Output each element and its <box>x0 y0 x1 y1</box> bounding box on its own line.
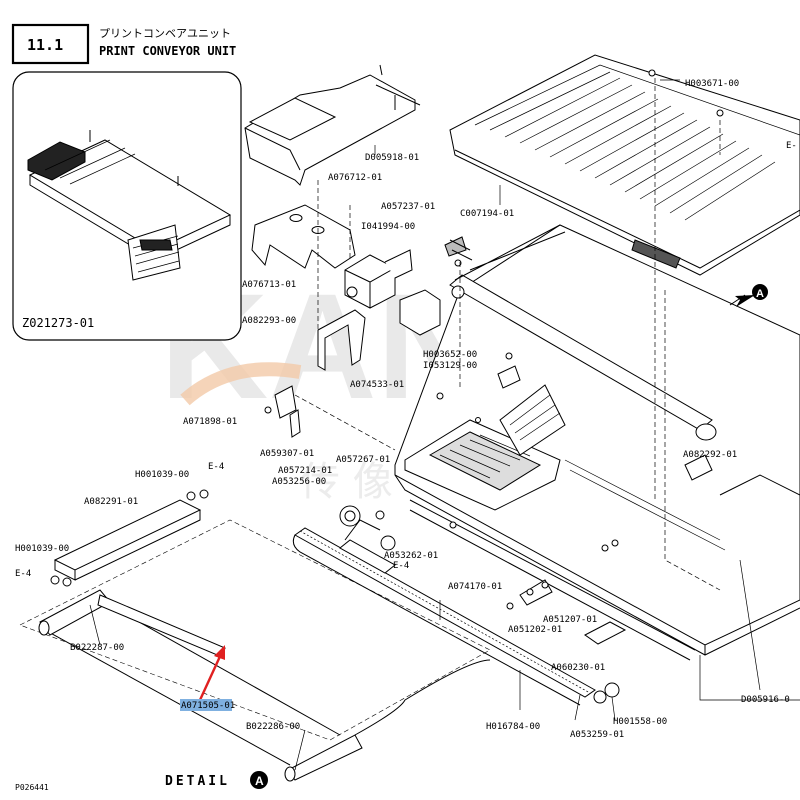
label-h001039-top: H001039-00 <box>135 470 189 480</box>
label-h016784: H016784-00 <box>486 722 540 732</box>
section-number-box <box>11 23 90 65</box>
label-h003671: H003671-00 <box>685 79 739 89</box>
cover-c007194 <box>449 54 800 276</box>
label-i041994: I041994-00 <box>361 222 415 232</box>
label-a057214: A057214-01 <box>278 466 332 476</box>
svg-text:A: A <box>756 288 764 300</box>
section-number: 11.1 <box>27 36 63 54</box>
screw-h003671 <box>648 69 656 77</box>
cover-d005918 <box>244 64 421 186</box>
label-a051207: A051207-01 <box>543 615 597 625</box>
view-marker <box>752 284 768 300</box>
motor-i041994 <box>344 236 467 309</box>
small-parts <box>274 239 713 645</box>
detail-label: DETAIL <box>165 774 230 789</box>
leader-lines <box>89 78 800 771</box>
inset-label: Z021273-01 <box>22 316 94 330</box>
bracket-a076713 <box>251 204 356 269</box>
watermark-cjk: 传 像 <box>300 459 393 505</box>
pulleys <box>339 505 620 704</box>
header: 11.1 プリントコンベアユニット PRINT CONVEYOR UNIT <box>11 23 236 65</box>
label-a076712: A076712-01 <box>328 173 382 183</box>
label-a053256: A053256-00 <box>272 477 326 487</box>
label-c007194: C007194-01 <box>460 209 514 219</box>
label-e4-left: E-4 <box>15 569 31 579</box>
label-a074533: A074533-01 <box>350 380 404 390</box>
frame-d005916 <box>394 224 800 656</box>
label-a057267: A057267-01 <box>336 455 390 465</box>
label-a053262: A053262-01 <box>384 551 438 561</box>
screws <box>264 69 724 610</box>
label-i053129: I053129-00 <box>423 361 477 371</box>
title-en: PRINT CONVEYOR UNIT <box>99 44 236 58</box>
label-b022287: B022287-00 <box>70 643 124 653</box>
label-a060230: A060230-01 <box>551 663 605 673</box>
bracket-a082293 <box>317 289 441 371</box>
part-labels: H003671-00 E- D005918-01 A076712-01 C007… <box>15 79 797 740</box>
label-a071505: A071505-01 <box>181 701 235 711</box>
label-a082291: A082291-01 <box>84 497 138 507</box>
title-jp: プリントコンベアユニット <box>99 27 231 40</box>
label-e4-mid: E-4 <box>393 561 409 571</box>
label-a053259: A053259-01 <box>570 730 624 740</box>
label-a082293: A082293-00 <box>242 316 296 326</box>
belt-h016784 <box>292 519 596 706</box>
highlight-box <box>180 699 232 711</box>
page-code: P026441 <box>15 783 49 792</box>
label-h001558: H001558-00 <box>613 717 667 727</box>
detail-marker-circle <box>250 771 268 789</box>
label-a082292: A082292-01 <box>683 450 737 460</box>
inset-unit-motor <box>27 141 86 181</box>
detail-marker: A <box>255 774 264 788</box>
label-a074170: A074170-01 <box>448 582 502 592</box>
label-d005918: D005918-01 <box>365 153 419 163</box>
label-d005916: D005916-0 <box>741 695 790 705</box>
label-b022286: B022286-00 <box>246 722 300 732</box>
label-a057237: A057237-01 <box>381 202 435 212</box>
watermark-swoosh <box>180 362 302 406</box>
view-arrow: A <box>735 284 768 307</box>
rail-a074170 <box>339 499 696 661</box>
label-a051202: A051202-01 <box>508 625 562 635</box>
label-a076713: A076713-01 <box>242 280 296 290</box>
label-h001039-left: H001039-00 <box>15 544 69 554</box>
highlight-arrow <box>198 645 225 701</box>
label-a059307: A059307-01 <box>260 449 314 459</box>
inset-panel: Z021273-01 <box>12 71 242 341</box>
upper-roller <box>449 224 717 441</box>
label-e-right: E- <box>786 141 797 151</box>
footer: DETAIL A P026441 <box>15 771 268 792</box>
detail-left <box>19 489 491 782</box>
label-h003652: H003652-00 <box>423 350 477 360</box>
label-e4-top: E-4 <box>208 462 224 472</box>
label-a071898: A071898-01 <box>183 417 237 427</box>
center-mechanism <box>404 384 566 511</box>
